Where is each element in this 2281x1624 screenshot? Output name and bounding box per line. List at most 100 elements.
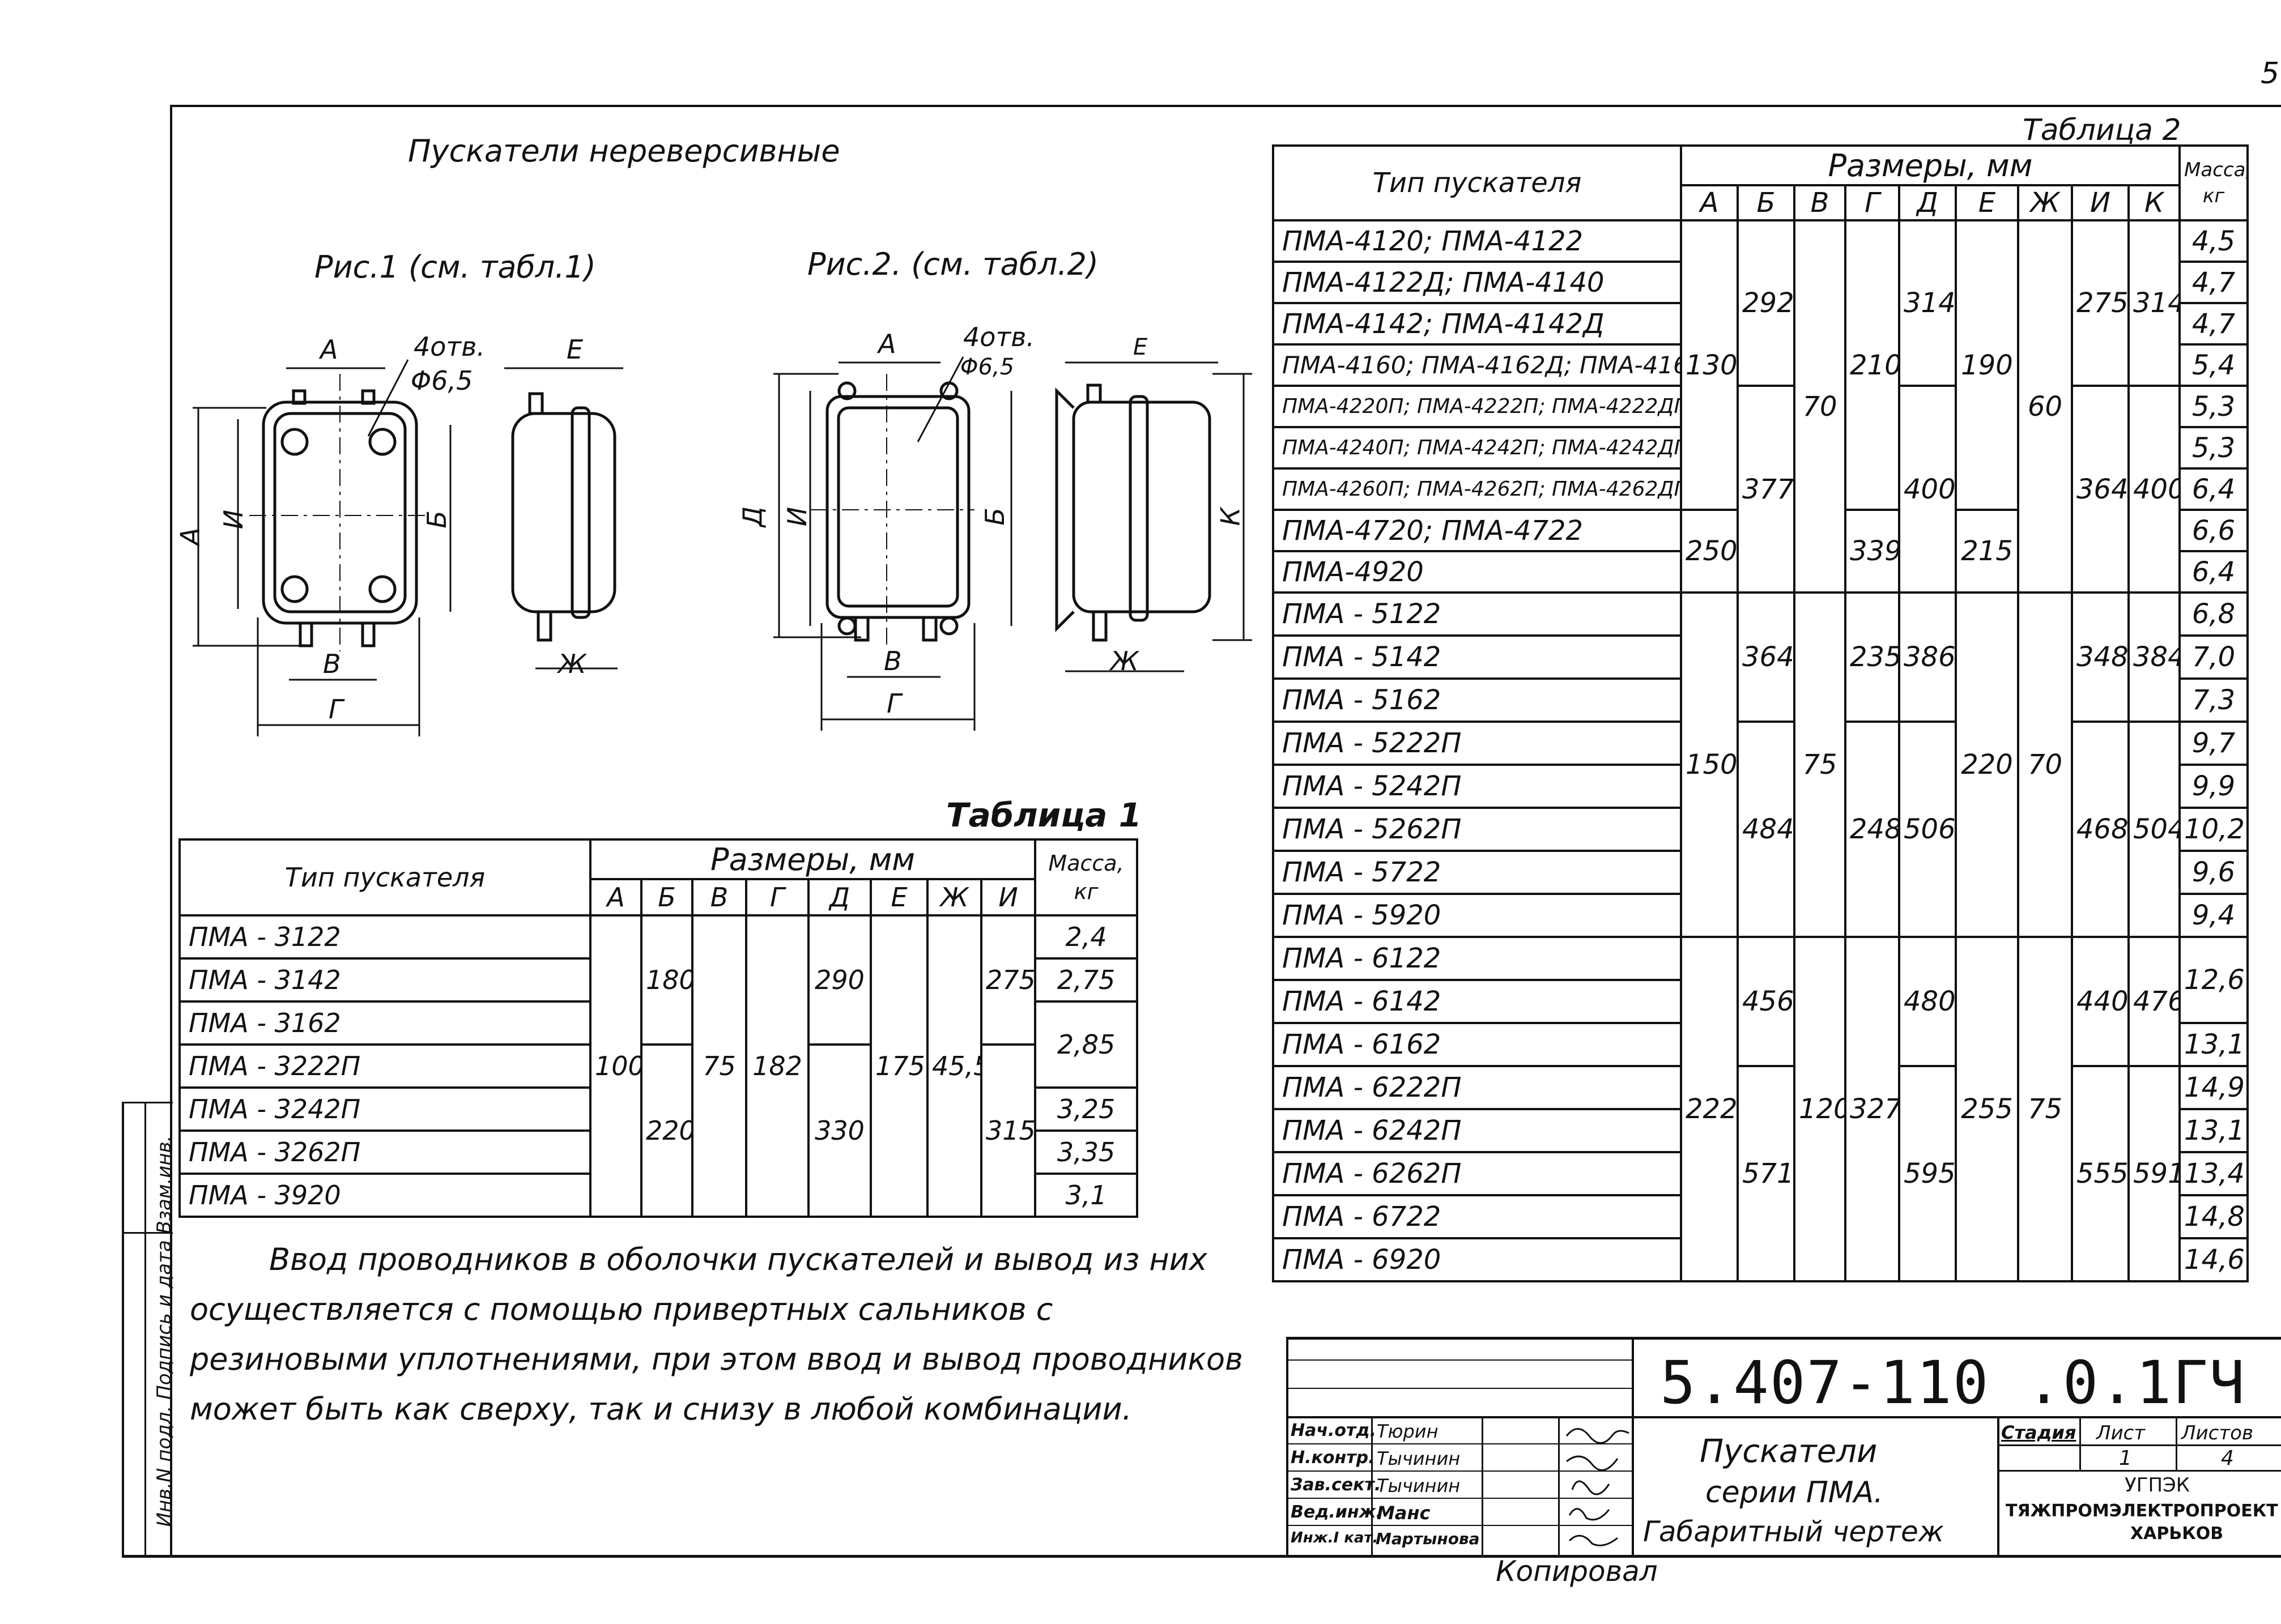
table2-cell: 571: [1737, 1065, 1795, 1282]
fig1-dim-a: А: [320, 334, 338, 365]
table1-cell: 175: [870, 914, 929, 1218]
table2-row-name: ПМА-4160; ПМА-4162Д; ПМА-4162: [1272, 343, 1682, 387]
tb-title-line: серии ПМА.: [1705, 1476, 1883, 1510]
table2: Тип пускателя Размеры, мм Масса, кг А Б …: [1272, 144, 2249, 1282]
table1-cell: 182: [745, 914, 810, 1218]
table2-cell: 364: [2071, 385, 2130, 594]
fig2-dim-a: А: [878, 329, 896, 359]
tb-sheet-row: [1997, 1470, 2281, 1472]
table2-col-header: В: [1793, 184, 1846, 221]
table2-cell: 506: [1898, 721, 1957, 938]
fig1-body: [262, 400, 418, 625]
title-block: 5.407-110 .0.1ГЧ Нач.отд. Н.контр. Зав.с…: [1286, 1337, 2281, 1555]
fig2-caption: Рис.2. (см. табл.2): [807, 246, 1099, 282]
table2-mass: 9,4: [2178, 893, 2249, 938]
table2-cell: 384: [2127, 591, 2181, 723]
tb-top: [1286, 1337, 2281, 1340]
table2-row-name: ПМА - 5162: [1272, 677, 1682, 723]
tb-sign-col: [1558, 1416, 1560, 1555]
table2-cell: 215: [1955, 509, 2019, 594]
table2-mass: 5,4: [2178, 343, 2249, 387]
table2-row-name: ПМА - 5920: [1272, 893, 1682, 938]
table2-cell: 275: [2071, 219, 2130, 387]
fig1-side-tab: [528, 392, 544, 415]
table2-mass: 13,1: [2178, 1108, 2249, 1153]
table2-cell: 314: [2127, 219, 2181, 387]
table2-cell: 70: [1793, 219, 1846, 594]
table2-row-name: ПМА - 6162: [1272, 1022, 1682, 1067]
frame-left: [170, 105, 172, 1555]
table2-mass: 9,6: [2178, 850, 2249, 895]
table2-row-name: ПМА-4122Д; ПМА-4140: [1272, 261, 1682, 304]
tb-role: Нач.отд.: [1291, 1421, 1376, 1440]
table2-cell: 150: [1680, 591, 1739, 938]
table1-col-header: Г: [745, 878, 810, 917]
fig1-tab: [299, 621, 313, 647]
table2-mass: 4,5: [2178, 219, 2249, 263]
fig1-side-tab: [537, 610, 552, 642]
table2-mass: 4,7: [2178, 302, 2249, 346]
table1-mass: 3,25: [1034, 1086, 1139, 1132]
tb-sheet-label: Лист: [2096, 1422, 2146, 1444]
table1-col-header: В: [691, 878, 747, 917]
table2-cell: 255: [1955, 936, 2019, 1282]
fig2-hole: [837, 381, 857, 400]
fig1-dim-v: В: [323, 649, 341, 679]
table2-mass: 10,2: [2178, 807, 2249, 852]
table1-col-header: Е: [870, 878, 929, 917]
table2-row-name: ПМА - 5262П: [1272, 807, 1682, 852]
table2-mass: 14,6: [2178, 1237, 2249, 1282]
table2-cell: 248: [1844, 721, 1900, 938]
table2-row-name: ПМА-4240П; ПМА-4242П; ПМА-4242ДП: [1272, 426, 1682, 470]
page-number: 5: [2261, 57, 2280, 91]
fig2-body: [825, 395, 971, 619]
fig2-dim-b: Б: [979, 508, 1010, 526]
table2-col-header: Д: [1898, 184, 1957, 221]
table1-col-header: Б: [640, 878, 693, 917]
table2-mass: 9,7: [2178, 721, 2249, 766]
table2-row-name: ПМА-4720; ПМА-4722: [1272, 509, 1682, 552]
frame-top: [170, 105, 2281, 107]
tb-row: [1286, 1359, 1632, 1361]
fig2-dim-k: К: [1215, 507, 1246, 526]
fig2-dia: Φ6,5: [960, 354, 1015, 380]
table1-mass-header: Масса, кг: [1034, 838, 1139, 917]
table2-dims-header: Размеры, мм: [1679, 144, 2181, 186]
table2-mass: 14,8: [2178, 1194, 2249, 1239]
signature: [1565, 1428, 1629, 1444]
table2-cell: 386: [1898, 591, 1957, 723]
tb-role: Инж.I кат.: [1291, 1529, 1378, 1546]
table1-cell: 220: [640, 1043, 693, 1218]
table2-cell: 364: [1737, 591, 1795, 723]
table2-col-header: Ж: [2017, 184, 2073, 221]
table2-cell: 120: [1793, 936, 1846, 1282]
fig1-caption: Рис.1 (см. табл.1): [314, 249, 596, 285]
tb-role: Зав.сект.: [1291, 1475, 1381, 1495]
side-strip-left: [122, 1102, 124, 1555]
table2-row-name: ПМА - 6122: [1272, 936, 1682, 981]
tb-person: Мартынова: [1376, 1529, 1480, 1548]
tb-title-line: Габаритный чертеж: [1643, 1515, 1944, 1548]
table2-mass-header: Масса, кг: [2178, 144, 2249, 221]
table1-dims-header: Размеры, мм: [589, 838, 1037, 880]
fig1-tab: [361, 389, 376, 405]
fig1-dim-e: Е: [567, 334, 584, 365]
table2-mass: 7,3: [2178, 677, 2249, 723]
table2-mass: 6,6: [2178, 509, 2249, 552]
fig1-dim-zh: Ж: [558, 649, 586, 679]
table2-row-name: ПМА - 5722: [1272, 850, 1682, 895]
tb-org-line: УГПЭК: [2125, 1474, 2190, 1497]
table1-cell: 180: [640, 914, 693, 1046]
fig1-dim-a-side: А: [175, 527, 206, 545]
tb-stage-label: Стадия: [2001, 1422, 2076, 1443]
fig2-side-body: [1072, 400, 1211, 613]
table2-row-name: ПМА - 6222П: [1272, 1065, 1682, 1110]
table2-cell: 75: [2017, 936, 2073, 1282]
table2-caption: Таблица 2: [2023, 113, 2181, 147]
tb-sheet-value: 1: [2119, 1447, 2132, 1470]
fig1-leader: [367, 359, 409, 437]
fig2-side-tab: [1092, 610, 1108, 642]
table2-cell: 75: [1793, 591, 1846, 938]
table1-col-header: И: [980, 878, 1037, 917]
table2-type-header: Тип пускателя: [1272, 144, 1682, 221]
